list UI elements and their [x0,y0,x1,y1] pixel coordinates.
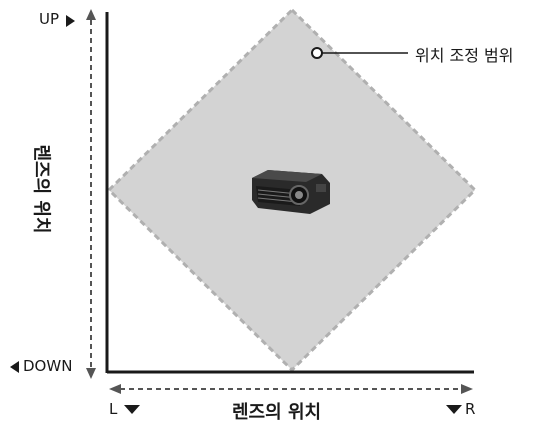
down-triangle-icon [10,361,19,373]
down-arrowhead-icon [86,368,96,379]
right-arrowhead-icon [461,384,473,394]
up-triangle-icon [66,15,75,27]
left-arrowhead-icon [109,384,121,394]
vertical-axis-label: 렌즈의 위치 [30,144,52,234]
range-callout-dot [311,47,323,59]
up-arrowhead-icon [86,9,96,20]
horizontal-axis-label: 렌즈의 위치 [232,402,322,423]
left-label: L [109,400,118,418]
range-label: 위치 조정 범위 [415,46,514,65]
right-triangle-icon [446,405,462,414]
projector-icon [252,170,330,214]
down-label: DOWN [23,357,73,375]
left-triangle-icon [124,405,140,414]
right-label: R [465,400,476,418]
up-label: UP [39,10,60,28]
